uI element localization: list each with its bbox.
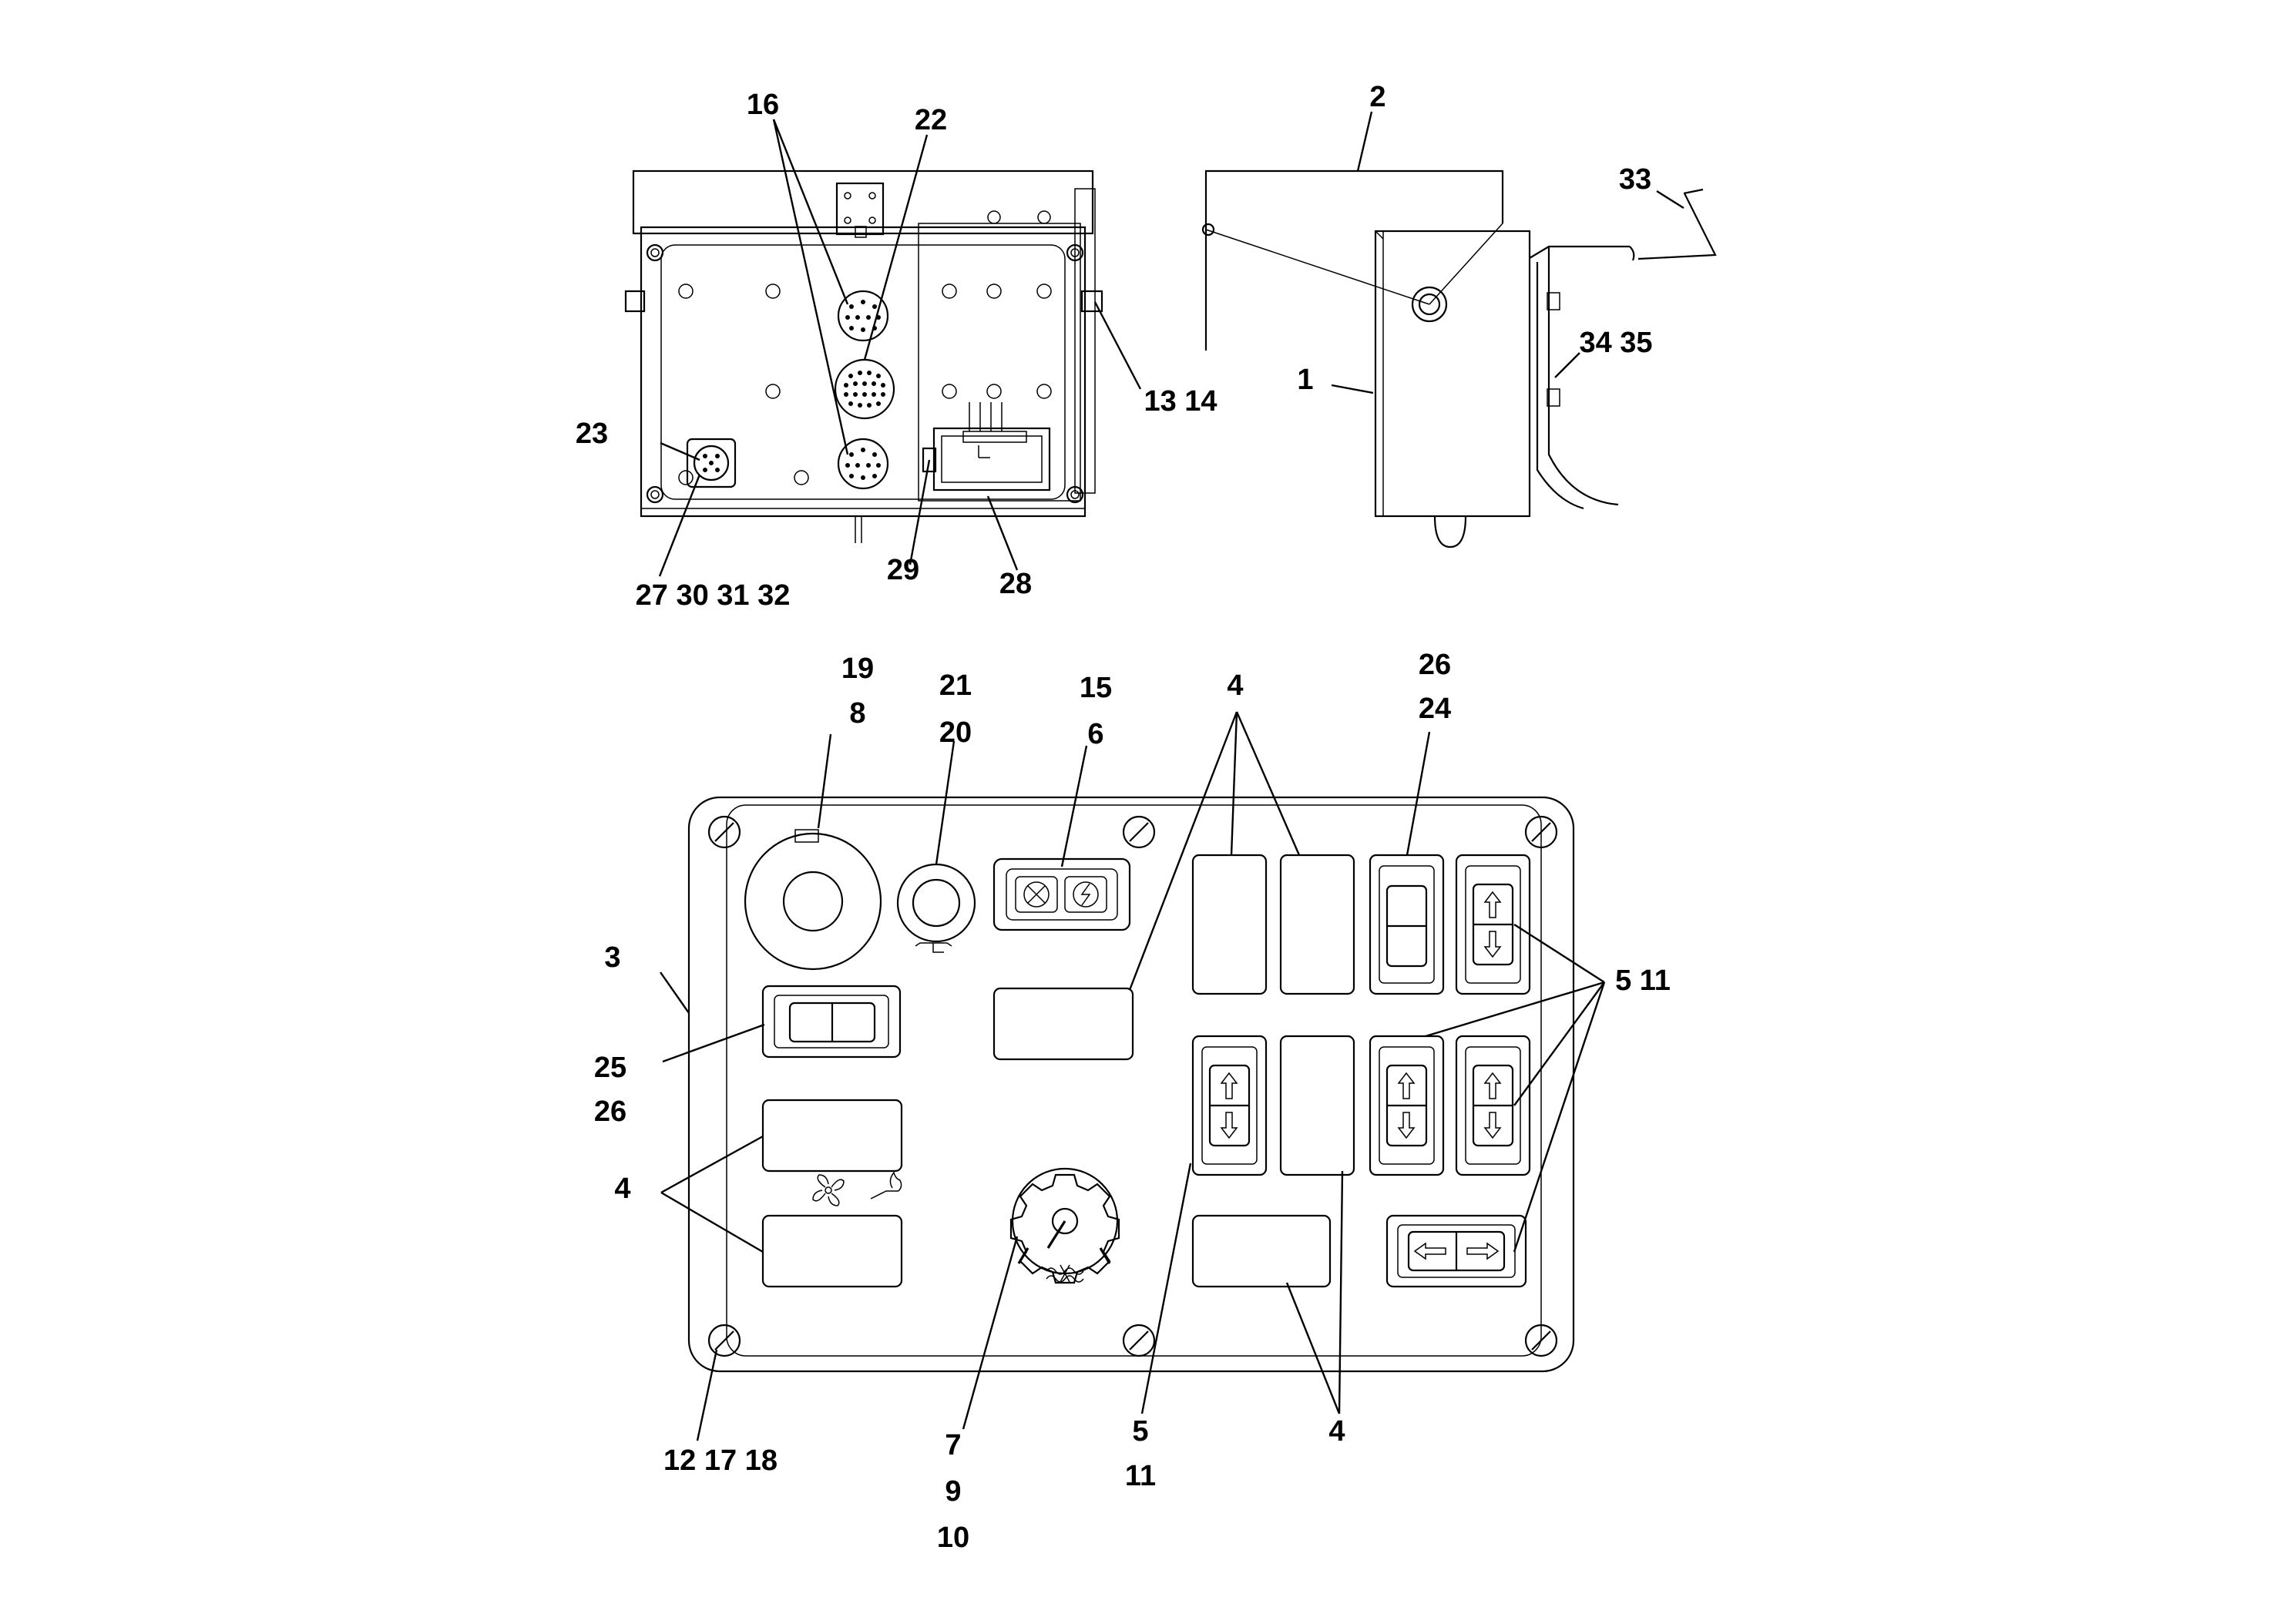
callout-8: 8 [849,697,865,730]
side-clip-right [1080,290,1103,313]
side-clip-left [624,290,646,313]
callout-2: 2 [1369,81,1385,113]
callout-22: 22 [915,104,947,136]
updown-switches [1191,854,1531,1176]
callout-1: 1 [1297,364,1313,396]
callout-9: 9 [945,1475,961,1508]
mounting-holes [678,210,1052,485]
connector-upper [837,290,889,342]
callout-10: 10 [937,1522,969,1554]
relay-module [922,402,1051,492]
callout-16: 16 [747,89,779,121]
callout-19: 19 [841,653,874,685]
callout-5-bottom: 5 [1132,1415,1148,1448]
callout-34-35: 34 35 [1579,327,1652,359]
callout-4-top: 4 [1227,669,1243,702]
callout-25: 25 [594,1052,626,1084]
rotary-knob [1009,1167,1120,1284]
callout-7: 7 [945,1429,961,1461]
panel-screws [707,815,1558,1357]
control-panel [687,796,1575,1373]
rocker-switch-24 [1369,854,1445,995]
callout-15: 15 [1080,672,1112,704]
callouts: 16 22 2 33 34 35 1 13 14 23 27 30 31 32 … [576,81,1671,1554]
callout-27-30-31-32: 27 30 31 32 [636,579,791,612]
callout-6: 6 [1087,718,1103,750]
callout-12-17-18: 12 17 18 [663,1444,778,1477]
callout-33: 33 [1619,163,1651,196]
rocker-switch-25 [761,985,902,1059]
callout-3: 3 [604,941,620,974]
callout-4-bottom: 4 [1328,1415,1345,1448]
callout-21: 21 [939,669,972,702]
callout-5-11-right: 5 11 [1615,965,1671,997]
callout-13-14: 13 14 [1144,385,1217,418]
connector-middle [834,358,895,420]
small-round-connector [686,438,737,488]
rear-view [624,169,1103,543]
callout-23: 23 [576,418,608,450]
callout-24: 24 [1419,693,1451,725]
leader-lines [658,111,1684,1441]
callout-29: 29 [887,554,919,586]
ignition-switch [744,829,882,971]
side-view [1201,169,1717,549]
callout-26-left: 26 [594,1096,626,1128]
hinge-plate [835,182,885,238]
callout-4-left: 4 [614,1173,630,1205]
corner-bolts [646,243,1084,504]
connector-lower [837,438,889,490]
callout-20: 20 [939,716,972,749]
dual-indicator [992,857,1131,931]
horn-button [896,863,976,953]
callout-11-bottom: 11 [1125,1460,1156,1492]
callout-28: 28 [999,568,1032,600]
fan-heat-symbols [812,1171,902,1206]
leftright-switch [1385,1214,1527,1288]
callout-26-top: 26 [1419,649,1451,681]
